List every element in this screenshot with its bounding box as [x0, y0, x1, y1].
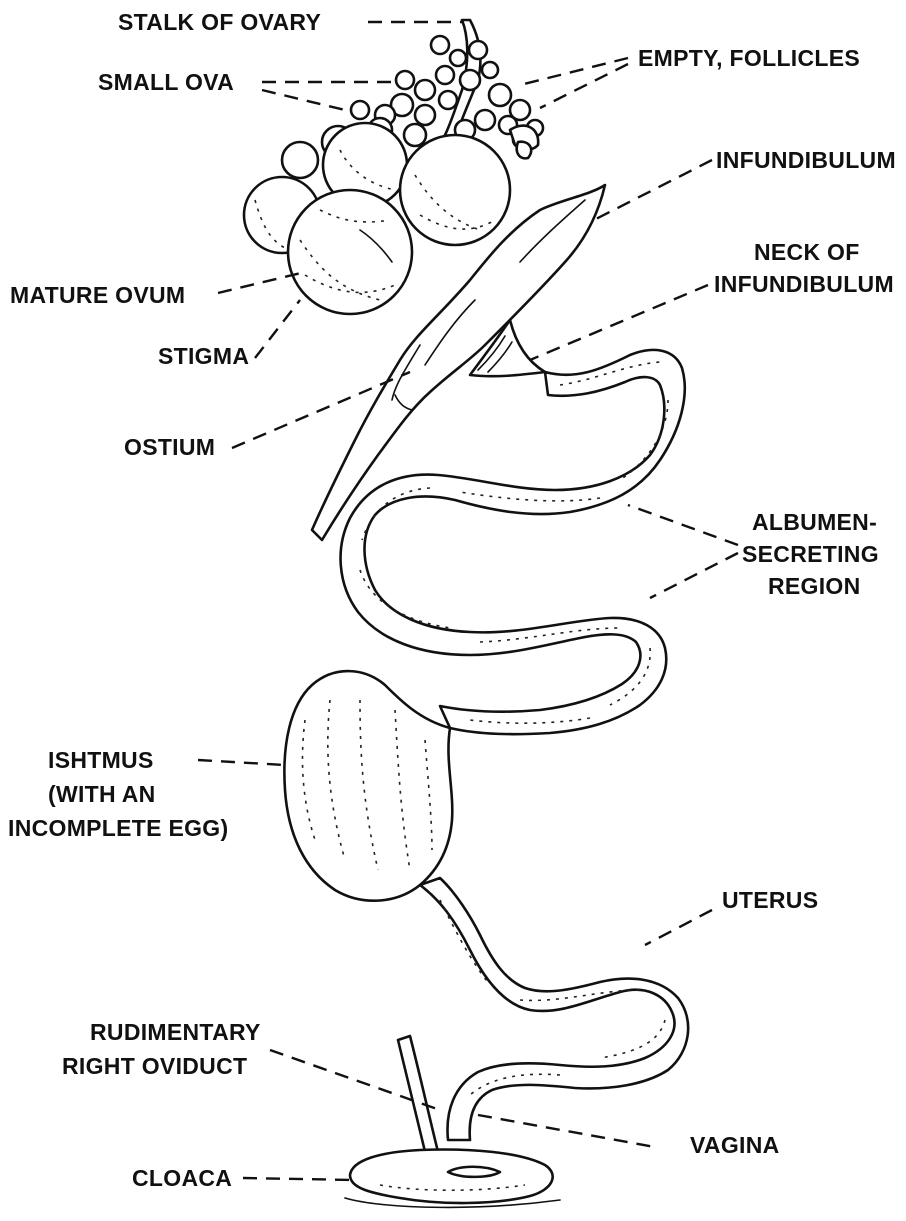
isthmus-with-egg [284, 671, 688, 1140]
empty-follicles [510, 126, 538, 159]
cloaca [345, 1150, 560, 1208]
label-infundibulum: INFUNDIBULUM [716, 147, 896, 173]
label-neck-of-infundibulum-2: INFUNDIBULUM [714, 271, 894, 297]
label-albumen-3: REGION [768, 573, 861, 599]
label-uterus: UTERUS [722, 887, 818, 913]
label-cloaca: CLOACA [132, 1165, 232, 1191]
label-rudimentary-1: RUDIMENTARY [90, 1019, 261, 1045]
label-empty-follicles: EMPTY, FOLLICLES [638, 45, 860, 71]
label-vagina: VAGINA [690, 1132, 780, 1158]
label-isthmus-2: (WITH AN [48, 781, 156, 807]
mature-ovum [288, 190, 412, 314]
label-albumen-1: ALBUMEN- [752, 509, 877, 535]
label-isthmus-1: ISHTMUS [48, 747, 154, 773]
label-stalk-of-ovary: STALK OF OVARY [118, 9, 321, 35]
label-stigma: STIGMA [158, 343, 249, 369]
label-albumen-2: SECRETING [742, 541, 879, 567]
medium-ovum-2 [282, 142, 318, 178]
label-neck-of-infundibulum-1: NECK OF [754, 239, 860, 265]
rudimentary-oviduct [398, 1036, 440, 1164]
label-small-ova: SMALL OVA [98, 69, 234, 95]
label-ostium: OSTIUM [124, 434, 215, 460]
label-isthmus-3: INCOMPLETE EGG) [8, 815, 228, 841]
label-mature-ovum: MATURE OVUM [10, 282, 185, 308]
label-rudimentary-2: RIGHT OVIDUCT [62, 1053, 247, 1079]
